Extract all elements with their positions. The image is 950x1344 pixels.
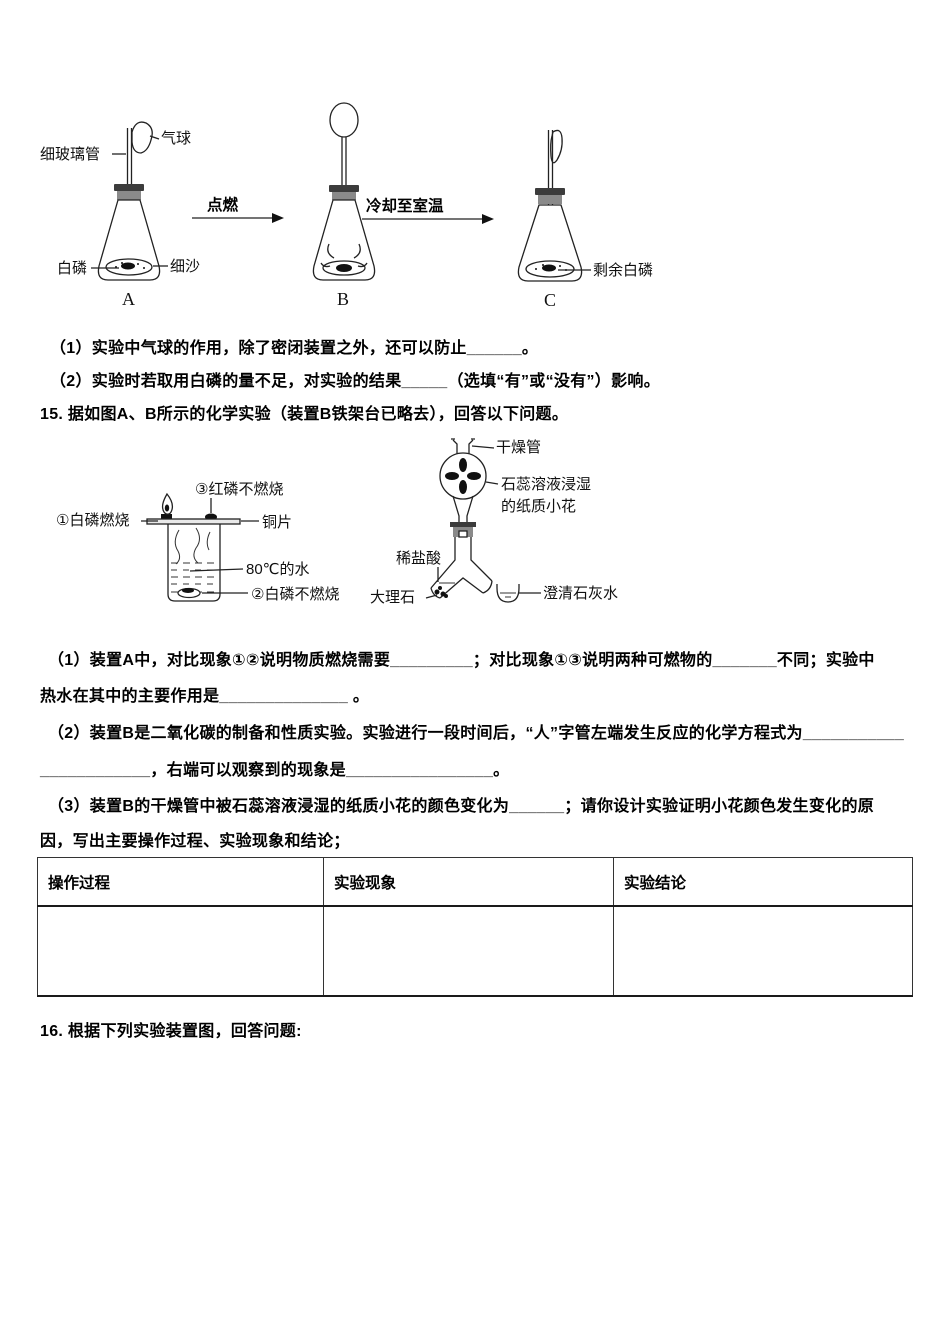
white-phosphorus-blob-a [121,262,135,270]
q15-item1-line1: （1）装置A中，对比现象①②说明物质燃烧需要_________；对比现象①③说明… [48,652,875,669]
white-phosphorus-noburn-label: ②白磷不燃烧 [251,585,339,603]
limewater-dish [496,584,520,603]
q15-item3-line2: 因，写出主要操作过程、实验现象和结论； [40,833,350,850]
q16-stem: 16. 根据下列实验装置图，回答问题: [40,1023,302,1040]
flower-label-line2: 的纸质小花 [501,498,576,515]
copper-sheet [146,518,241,525]
litmus-paper-flower [445,458,481,494]
q15-item1-line2: 热水在其中的主要作用是______________ 。 [40,688,370,705]
ignite-label: 点燃 [207,195,239,214]
limewater-label: 澄清石灰水 [543,585,618,602]
header-experiment-phenomenon: 实验现象 [323,857,614,907]
answer-cell-operation [37,905,324,997]
cool-arrow: 冷却至室温 [362,196,494,224]
flask-a-diagram: 气球 细玻璃管 白磷 细沙 A [40,121,200,309]
answer-cell-conclusion [613,905,913,997]
flask-c-diagram: 剩余白磷 C [517,129,653,310]
q15-stem: 15. 据如图A、B所示的化学实验（装置B铁架台已略去），回答以下问题。 [40,406,569,423]
flask-a-letter: A [122,289,135,309]
ignite-arrow: 点燃 [192,195,284,223]
question-line-2: （2）实验时若取用白磷的量不足，对实验的结果_____（选填“有”或“没有”）影… [50,373,660,390]
header-experiment-conclusion: 实验结论 [613,857,913,907]
drying-tube-bulb [439,452,487,500]
q15-item2-line2: ____________，右端可以观察到的现象是________________… [40,762,510,779]
white-phosphorus-label: 白磷 [57,260,87,277]
flask-c-letter: C [544,290,556,310]
burning-phosphorus-blob-b [336,264,352,272]
question-line-1: （1）实验中气球的作用，除了密闭装置之外，还可以防止______。 [50,340,539,357]
device-b-diagram: 干燥管 石蕊溶液浸湿 的纸质小花 稀盐酸 大理石 澄清石灰水 [370,438,618,606]
table-answer-row [37,905,913,997]
inflated-balloon-b [329,102,359,138]
deflated-balloon-c [550,129,563,164]
q15-apparatus-figure: ③红磷不燃烧 ①白磷燃烧 铜片 80℃的水 ②白磷不燃烧 [56,438,618,606]
hot-water-label: 80℃的水 [246,561,310,578]
remaining-phosphorus-label: 剩余白磷 [593,261,653,279]
white-phosphorus-on-sheet [161,514,172,519]
deflated-balloon-a [131,121,153,154]
marble-label: 大理石 [370,589,415,606]
remaining-phosphorus-blob-c [542,264,556,272]
answer-table: 操作过程 实验现象 实验结论 [37,857,913,997]
device-a-diagram: ③红磷不燃烧 ①白磷燃烧 铜片 80℃的水 ②白磷不燃烧 [56,480,339,603]
phosphorus-flask-figure: 气球 细玻璃管 白磷 细沙 A 点燃 B [40,102,653,310]
marble-chips [434,589,440,595]
beaker [167,524,221,602]
header-operation-process: 操作过程 [37,857,324,907]
q15-item3-line1: （3）装置B的干燥管中被石蕊溶液浸湿的纸质小花的颜色变化为______；请你设计… [48,798,875,815]
table-header-row: 操作过程 实验现象 实验结论 [37,857,913,907]
thin-glass-tube-label: 细玻璃管 [40,146,100,163]
y-shaped-tube [430,537,493,599]
red-phosphorus-label: ③红磷不燃烧 [195,480,283,498]
flask-b-diagram: B [312,102,376,309]
flask-b-letter: B [337,289,349,309]
white-phosphorus-burn-label: ①白磷燃烧 [56,511,129,529]
drying-tube-label: 干燥管 [496,439,541,456]
q15-item2-line1: （2）装置B是二氧化碳的制备和性质实验。实验进行一段时间后，“人”字管左端发生反… [48,725,905,742]
dilute-hcl-label: 稀盐酸 [396,550,441,567]
fine-sand-label: 细沙 [170,258,200,275]
cool-label: 冷却至室温 [366,196,444,215]
flower-label-line1: 石蕊溶液浸湿 [501,476,591,493]
copper-sheet-label: 铜片 [262,514,292,531]
balloon-label: 气球 [161,130,191,147]
answer-cell-phenomenon [323,905,614,997]
